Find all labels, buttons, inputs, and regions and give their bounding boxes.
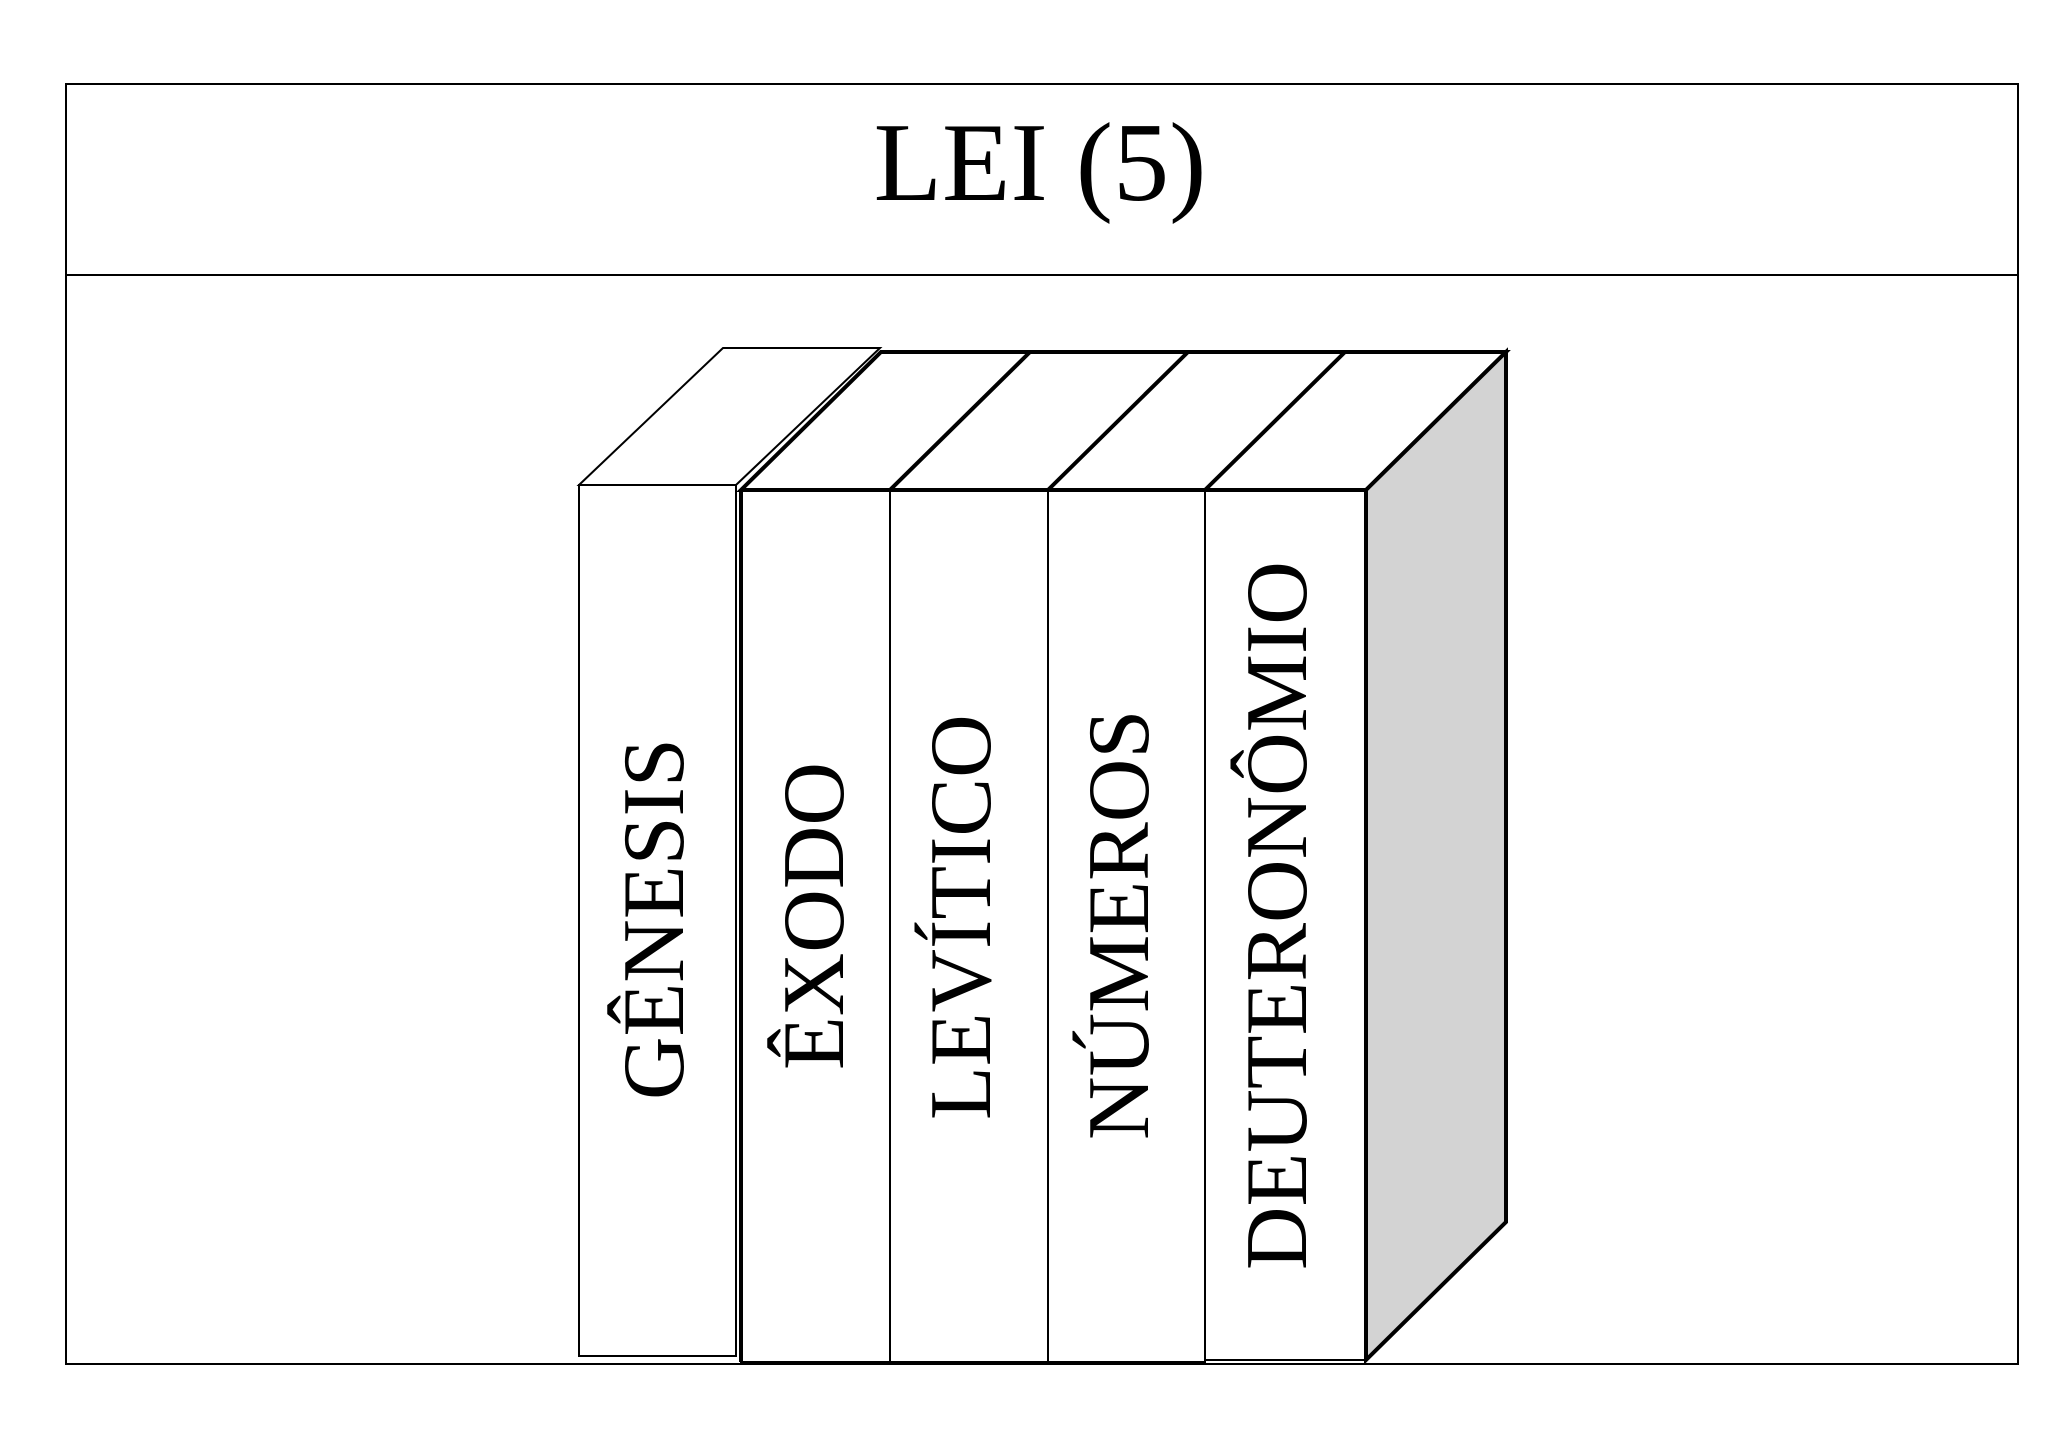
top-divider-3: [1203, 350, 1347, 492]
book-numeros-spine: [1047, 489, 1206, 1363]
top-divider-1: [888, 350, 1032, 492]
book-levitico-spine: [889, 489, 1049, 1363]
top-divider-2: [1046, 350, 1190, 492]
book-deuteronomio-spine: [1204, 489, 1367, 1361]
book-genesis: [576, 347, 883, 1357]
book-label-genesis: GÊNESIS: [606, 738, 703, 1100]
header-title: LEI (5): [874, 101, 1207, 225]
book-label-levitico: LEVÍTICO: [913, 714, 1010, 1120]
outer-frame: [65, 83, 2019, 1365]
book-label-exodo: ÊXODO: [766, 762, 863, 1070]
book-genesis-spine: [578, 484, 737, 1357]
book-label-deuteronomio: DEUTERONÔMIO: [1229, 561, 1326, 1270]
book-label-numeros: NÚMEROS: [1071, 710, 1168, 1140]
book-block-side-panel: [1364, 347, 1508, 1365]
